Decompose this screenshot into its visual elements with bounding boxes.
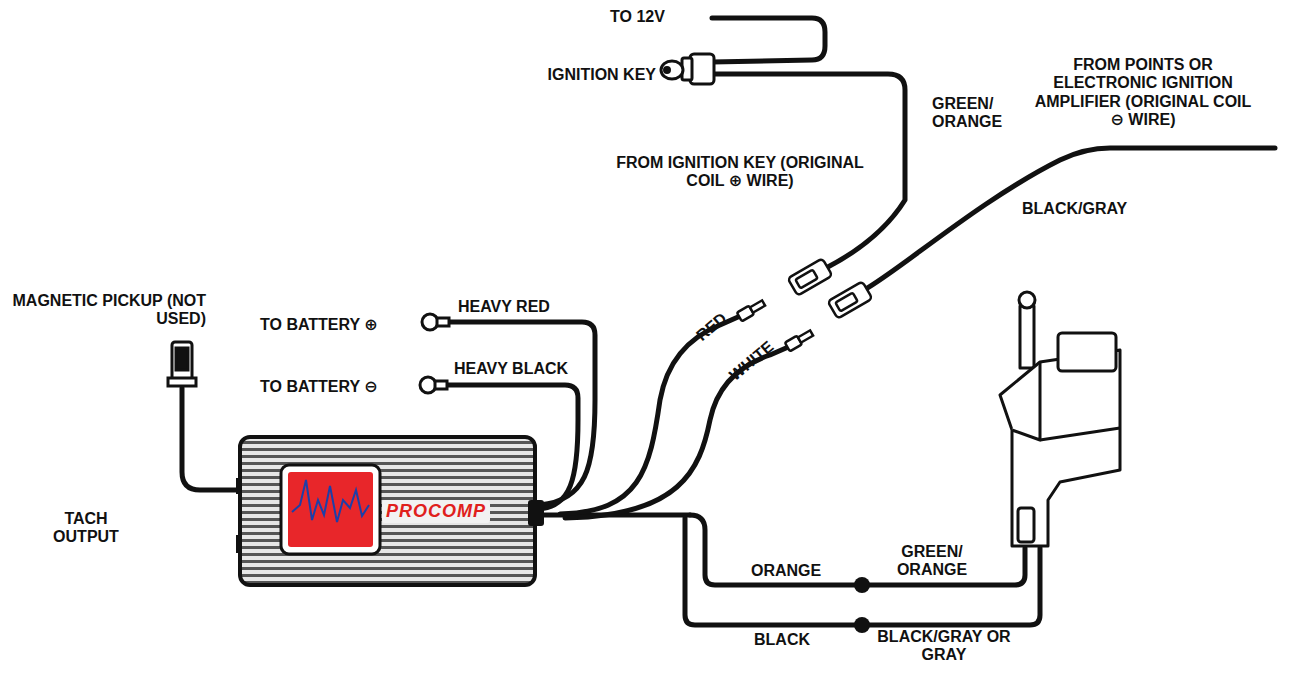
brand-name: PROCOMP [382, 500, 490, 523]
wire-label: HEAVY RED [456, 298, 552, 316]
wire-label: BLACK/GRAY [1020, 200, 1129, 218]
wire-label: WHITE [725, 336, 779, 386]
wire-label: BLACK [752, 631, 812, 649]
wire-label: FROM POINTS OR ELECTRONIC IGNITION AMPLI… [1026, 56, 1260, 130]
wire-label: TACH OUTPUT [44, 510, 128, 547]
ignition-box: PROCOMP [240, 437, 535, 585]
wire-label: GREEN/ ORANGE [930, 95, 1014, 132]
wire-label: ORANGE [749, 562, 823, 580]
wire-label: MAGNETIC PICKUP (NOT USED) [4, 292, 208, 329]
wire-label: TO BATTERY ⊕ [258, 316, 380, 334]
wire-label: FROM IGNITION KEY (ORIGINAL COIL ⊕ WIRE) [613, 154, 867, 191]
wire-label: IGNITION KEY [546, 66, 658, 84]
wire-label: GREEN/ ORANGE [885, 543, 979, 580]
wire-label: BLACK/GRAY OR GRAY [872, 628, 1016, 665]
wire-label: RED [692, 308, 733, 346]
wire-label: HEAVY BLACK [452, 360, 570, 378]
wire-label: TO 12V [608, 8, 667, 26]
wire-label: TO BATTERY ⊖ [258, 378, 380, 396]
